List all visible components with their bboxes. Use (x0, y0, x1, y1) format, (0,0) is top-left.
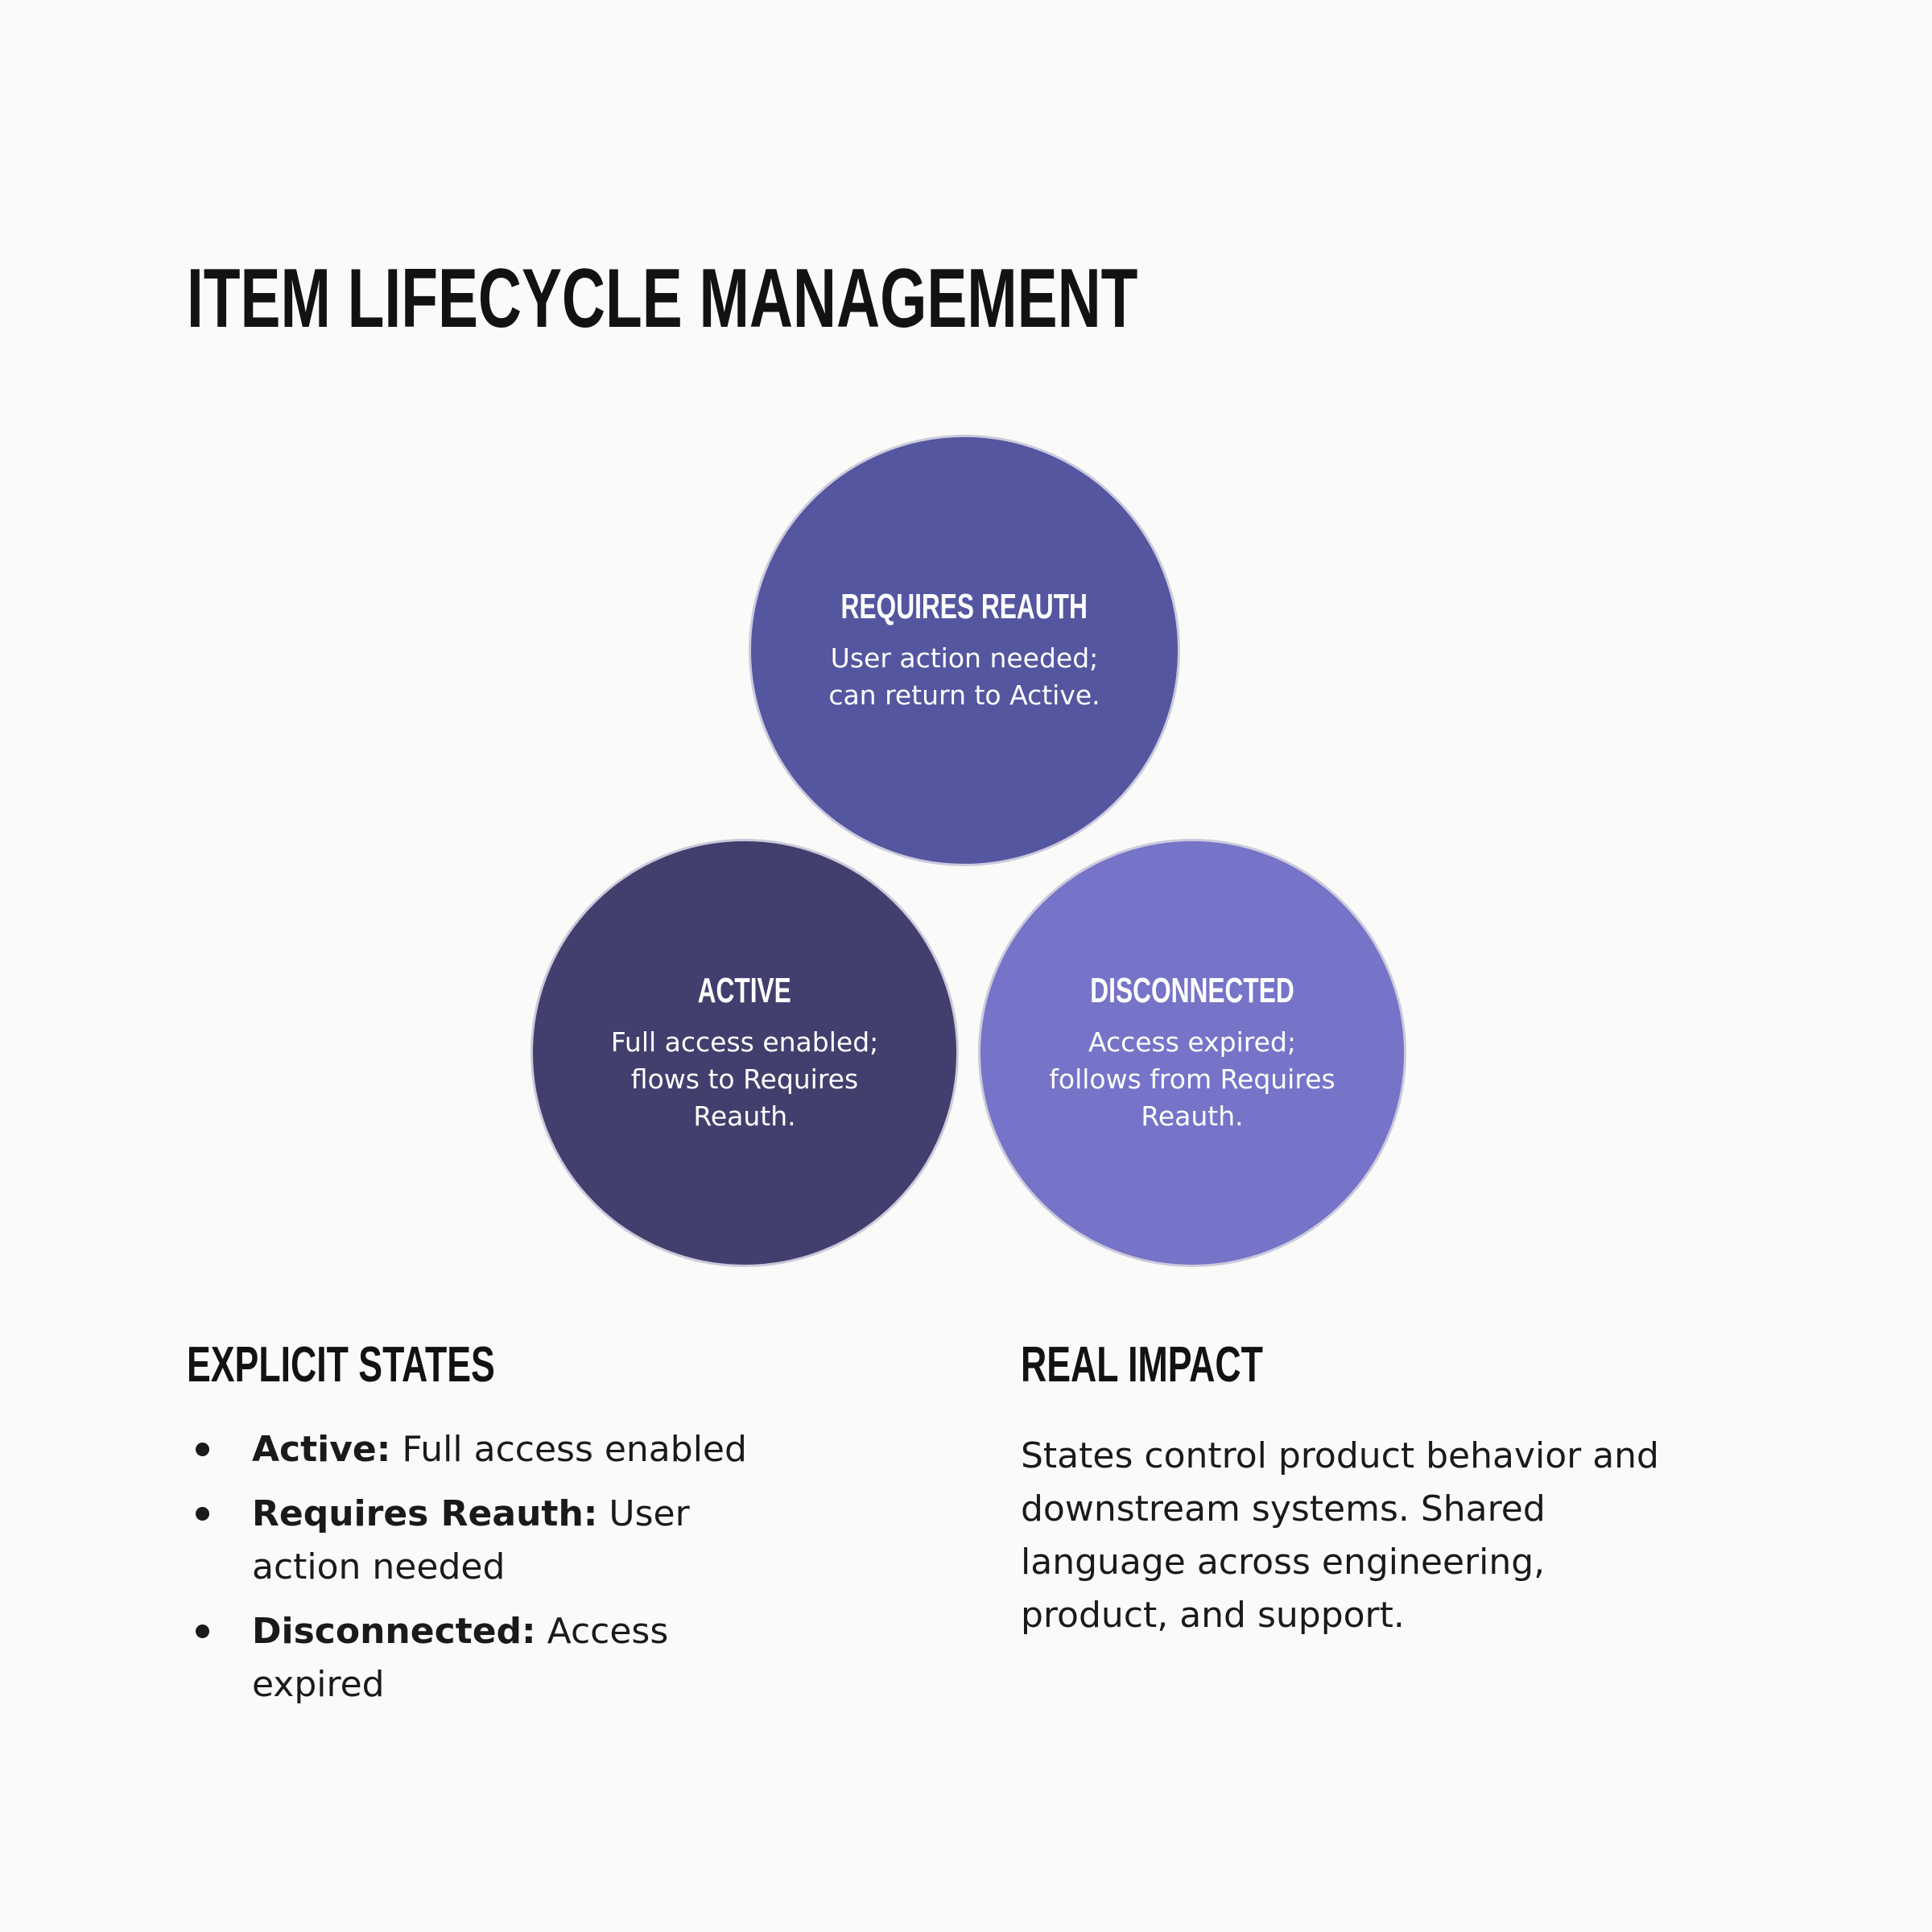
bullet-dot (196, 1624, 209, 1638)
circle-requires-reauth-description: User action needed; can return to Active… (828, 642, 1100, 711)
circle-disconnected-label: DISCONNECTED (1090, 971, 1294, 1010)
bullet-dot (196, 1507, 209, 1521)
page-title-text: ITEM LIFECYCLE MANAGEMENT (187, 252, 1138, 345)
list-item-requires-reauth: Requires Reauth: User action needed (187, 1488, 791, 1594)
circle-requires-reauth-label: REQUIRES REAUTH (840, 587, 1088, 626)
circle-disconnected: DISCONNECTED Access expired; follows fro… (978, 839, 1406, 1267)
list-item-active: Active: Full access enabled (187, 1423, 791, 1476)
explicit-states-heading: EXPLICIT STATES (187, 1337, 495, 1393)
circle-active-description: Full access enabled; flows to Requires R… (610, 1026, 879, 1132)
bullet-dot (196, 1443, 209, 1456)
circle-disconnected-description: Access expired; follows from Requires Re… (1049, 1026, 1335, 1132)
explicit-states-list: Active: Full access enabled Requires Rea… (187, 1423, 791, 1723)
real-impact-heading: REAL IMPACT (1021, 1337, 1263, 1393)
page-title: ITEM LIFECYCLE MANAGEMENT (187, 250, 1508, 347)
list-item-disconnected: Disconnected: Access expired (187, 1605, 791, 1711)
circle-active-label: ACTIVE (697, 971, 792, 1010)
real-impact-paragraph: States control product behavior and down… (1021, 1435, 1659, 1636)
circle-active: ACTIVE Full access enabled; flows to Req… (530, 839, 959, 1267)
circle-requires-reauth: REQUIRES REAUTH User action needed; can … (749, 435, 1180, 866)
